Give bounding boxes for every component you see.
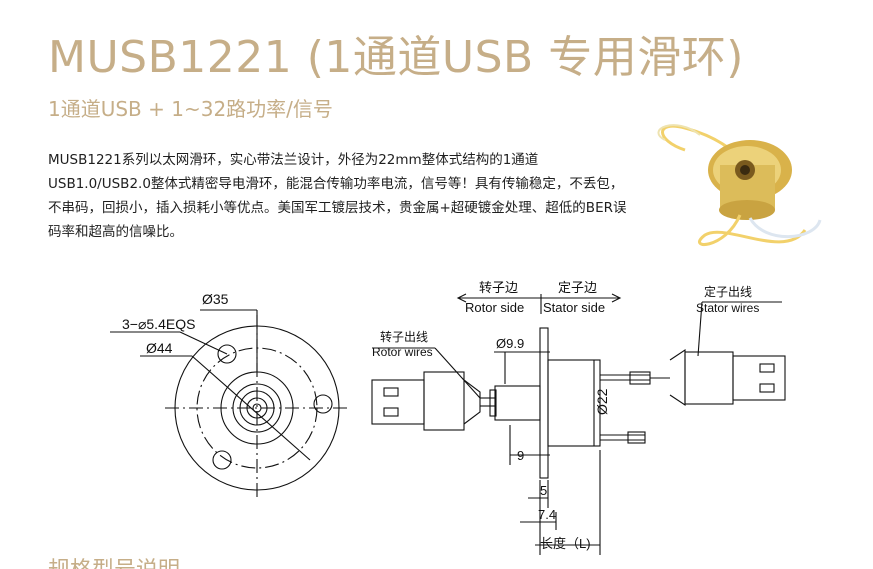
dim-body-label: Ø22 [594, 388, 610, 415]
stator-wires-cn: 定子出线 [704, 284, 752, 299]
dim-shaft-label: Ø9.9 [496, 336, 524, 351]
stator-side-en: Stator side [543, 300, 605, 315]
product-description: MUSB1221系列以太网滑环，实心带法兰设计，外径为22mm整体式结构的1通道… [48, 152, 627, 240]
next-section-heading: 规格型号说明 [48, 558, 208, 569]
mounting-hole [212, 450, 232, 470]
slip-ring-photo [657, 124, 822, 246]
stator-wires-en: Stator wires [696, 301, 759, 315]
dim-7-4-label: 7.4 [538, 507, 556, 522]
rotor-side-cn: 转子边 [479, 280, 518, 295]
dim-holes-label: 3−⌀5.4EQS [122, 316, 195, 332]
technical-drawing: Ø35 3−⌀5.4EQS Ø44 [110, 280, 786, 555]
mounting-hole [217, 344, 237, 364]
dim-5-label: 5 [540, 483, 547, 498]
rotor-wires-en: Rotor wires [372, 345, 433, 359]
page-title: MUSB1221 (1通道USB 专用滑环) [48, 32, 744, 83]
stator-cable [698, 214, 807, 246]
rotor-side-en: Rotor side [465, 300, 524, 315]
dim-9-label: 9 [517, 448, 524, 463]
rotor-cable-white [657, 124, 701, 141]
mounting-hole [313, 394, 333, 414]
dim-length-label: 长度（L) [540, 536, 591, 551]
front-view [110, 309, 350, 500]
page-subtitle: 1通道USB + 1~32路功率/信号 [48, 97, 333, 121]
stator-cable-white [748, 217, 822, 239]
dim-outer-label: Ø35 [202, 291, 229, 307]
stator-side-cn: 定子边 [558, 280, 597, 295]
rotor-wires-cn: 转子出线 [380, 329, 428, 344]
side-view [371, 293, 786, 555]
dim-pcd-label: Ø44 [146, 340, 173, 356]
